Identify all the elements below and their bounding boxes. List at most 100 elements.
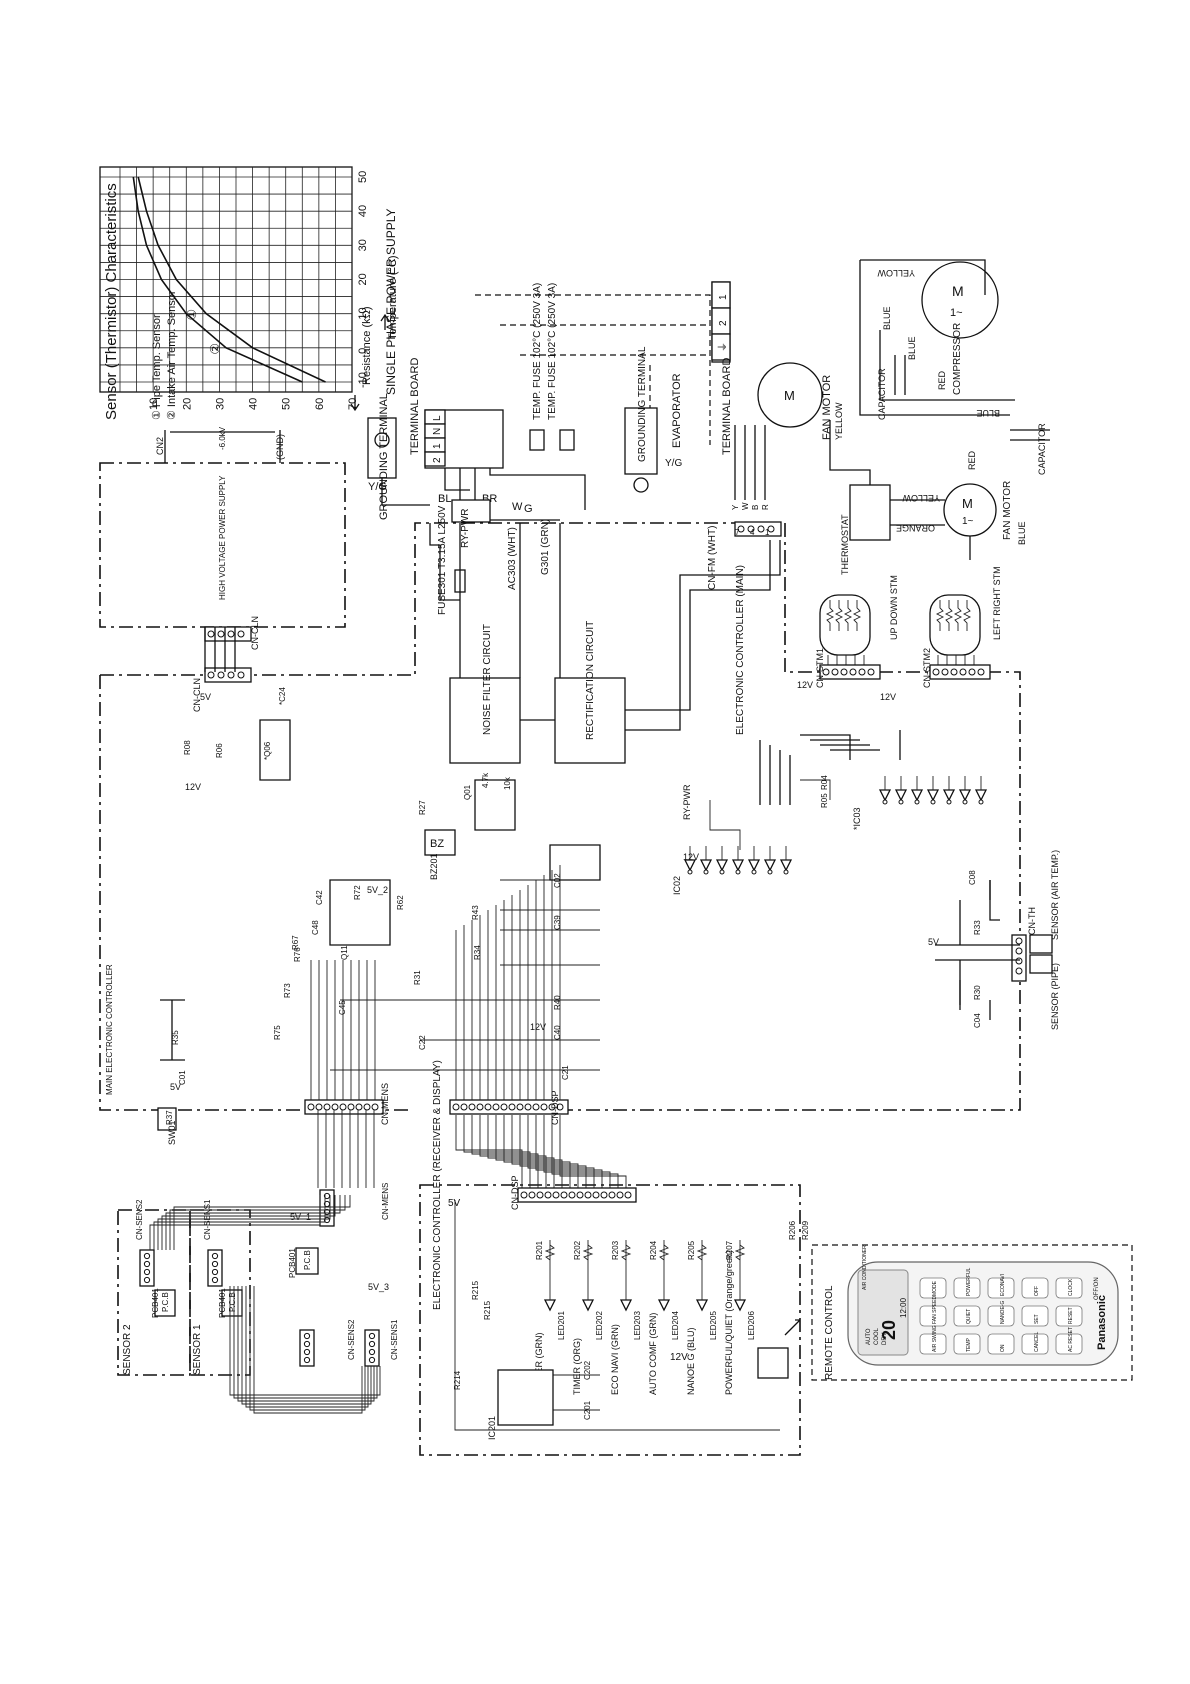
- sensor1-label: SENSOR 1: [192, 1324, 203, 1375]
- ic02-buffer: [779, 859, 793, 872]
- supply-12v-label: 12V: [185, 782, 201, 792]
- ic03-buffer-out: [882, 799, 888, 805]
- fan-motor-indoor-label: FAN MOTOR: [821, 375, 833, 440]
- sensor-wire-lower: [249, 1286, 366, 1411]
- ic03-buffer: [926, 789, 940, 802]
- component-label: R06: [215, 743, 224, 758]
- evaporator-label: EVAPORATOR: [671, 373, 683, 448]
- supply-12v-label-3: 12V: [880, 692, 896, 702]
- remote-button-label: RESET: [1068, 1307, 1074, 1324]
- led-symbol: [581, 1299, 595, 1312]
- y-axis-arrow-icon: [350, 395, 360, 412]
- remote-button: [987, 1333, 1015, 1355]
- component-label: R37: [165, 1110, 174, 1125]
- temp-fuse-2-label: TEMP. FUSE 102°C (250V 3A): [547, 283, 558, 420]
- dsp-conn-pin: [508, 1103, 516, 1111]
- compressor-phase: 1~: [950, 307, 963, 319]
- supply-5v2-label: 5V_2: [367, 885, 388, 895]
- main-electronic-controller-label: MAIN ELECTRONIC CONTROLLER: [105, 964, 114, 1095]
- dsp2-conn-pin: [552, 1191, 560, 1199]
- ic201-receiver: [497, 1369, 554, 1426]
- capacitor-1-label: CAPACITOR: [877, 368, 887, 420]
- remote-mode-label: DRY: [882, 1332, 888, 1345]
- cn-cln-main-label: CN-CLN: [192, 678, 202, 712]
- sensor-wire-lower: [237, 1286, 375, 1402]
- fan-motor-indoor-icon: [757, 362, 823, 428]
- led-resistor-label: R207: [725, 1240, 734, 1260]
- ic02-buffer: [747, 859, 761, 872]
- sensor2-label: SENSOR 2: [122, 1324, 133, 1375]
- chart-x-tick: 0: [357, 348, 369, 354]
- dsp-conn-pin: [500, 1103, 508, 1111]
- remote-button-label: OFF: [1034, 1286, 1040, 1296]
- ic03-buffer-out: [898, 799, 904, 805]
- cn-dsp-display-label: CN-DSP: [510, 1175, 520, 1210]
- terminal-board-pin-label: N: [432, 428, 443, 435]
- component-label: R40: [553, 995, 562, 1010]
- stm1-conn-pin: [858, 668, 866, 676]
- stm2-conn-pin: [950, 668, 958, 676]
- sensor-wire: [153, 1195, 326, 1250]
- sensor-resistor-trace: [959, 880, 1000, 1005]
- component-label: C45: [338, 1000, 347, 1015]
- dsp-conn-pin: [476, 1103, 484, 1111]
- led-symbol: [619, 1299, 633, 1312]
- outdoor-link-dashed-2: [500, 324, 710, 356]
- noise-filter-label: NOISE FILTER CIRCUIT: [482, 624, 493, 735]
- sensor-connector-pin: [303, 1348, 311, 1356]
- sensor2-boundary: [117, 1209, 191, 1376]
- high-voltage-label: HIGH VOLTAGE POWER SUPPLY: [218, 475, 227, 600]
- component-label: R08: [183, 740, 192, 755]
- sensor1-pcb-label: PCB401: [218, 1288, 227, 1318]
- chart-y-tick: 70: [347, 398, 359, 410]
- terminal-board-pin-label: 1: [432, 443, 443, 449]
- fan-pin-label: 7: [735, 528, 740, 537]
- component-label: R27: [418, 800, 427, 815]
- dsp-conn-pin: [460, 1103, 468, 1111]
- led-function-label: AUTO COMF (GRN): [648, 1313, 658, 1395]
- internal-circuit-traces: [160, 719, 1000, 1188]
- buzzer-label: BZ: [430, 838, 444, 850]
- wire-w-label: W: [512, 501, 523, 513]
- stm2-coil: [935, 600, 945, 631]
- mens-conn-pin: [363, 1103, 371, 1111]
- component-label: R75: [273, 1025, 282, 1040]
- dsp-link-trace: [535, 1115, 603, 1188]
- fan-motor-outdoor-phase: 1~: [962, 516, 974, 527]
- dsp-conn-pin: [492, 1103, 500, 1111]
- dsp2-conn-pin: [592, 1191, 600, 1199]
- q06-box: [259, 719, 291, 781]
- main-controller-label: ELECTRONIC CONTROLLER (MAIN): [735, 565, 746, 735]
- dsp-conn-pin: [532, 1103, 540, 1111]
- ic03-buffer-out: [930, 799, 936, 805]
- supply-5v-label: 5V: [200, 692, 211, 702]
- connector-cn-cln-hv: [204, 626, 252, 642]
- component-label: R73: [283, 983, 292, 998]
- stm1-conn-pin: [822, 668, 830, 676]
- cln-conn-pin: [227, 671, 235, 679]
- ic02-buffer-out: [783, 869, 789, 875]
- c01-trace: [160, 999, 185, 1061]
- remote-button-label: QUIET: [966, 1309, 972, 1324]
- driver-trace: [709, 779, 831, 850]
- led-resistor-label: R204: [649, 1240, 658, 1260]
- th-conn-pin: [1015, 947, 1023, 955]
- chart-y-tick: 30: [214, 398, 226, 410]
- capacitor-2-icon: [1010, 429, 1050, 441]
- remote-boundary: [811, 1244, 1133, 1381]
- main-pcb-box-label: P.C.B: [303, 1250, 312, 1270]
- connector-cn-dsp-main: [449, 1099, 569, 1115]
- dsp-conn-pin: [556, 1103, 564, 1111]
- chart-y-tick: 60: [314, 398, 326, 410]
- mens-conn-pin: [371, 1103, 379, 1111]
- wire-red-2: RED: [967, 450, 977, 470]
- dsp-link-trace: [471, 1115, 539, 1188]
- component-label: C08: [968, 870, 977, 885]
- component-label: C22: [418, 1035, 427, 1050]
- stm1-body: [819, 594, 871, 656]
- connector-cn-stm1: [819, 664, 881, 680]
- chart-y-tick: 50: [281, 398, 293, 410]
- ic03-buffer: [942, 789, 956, 802]
- remote-button-label: ECONAVI: [1000, 1274, 1006, 1296]
